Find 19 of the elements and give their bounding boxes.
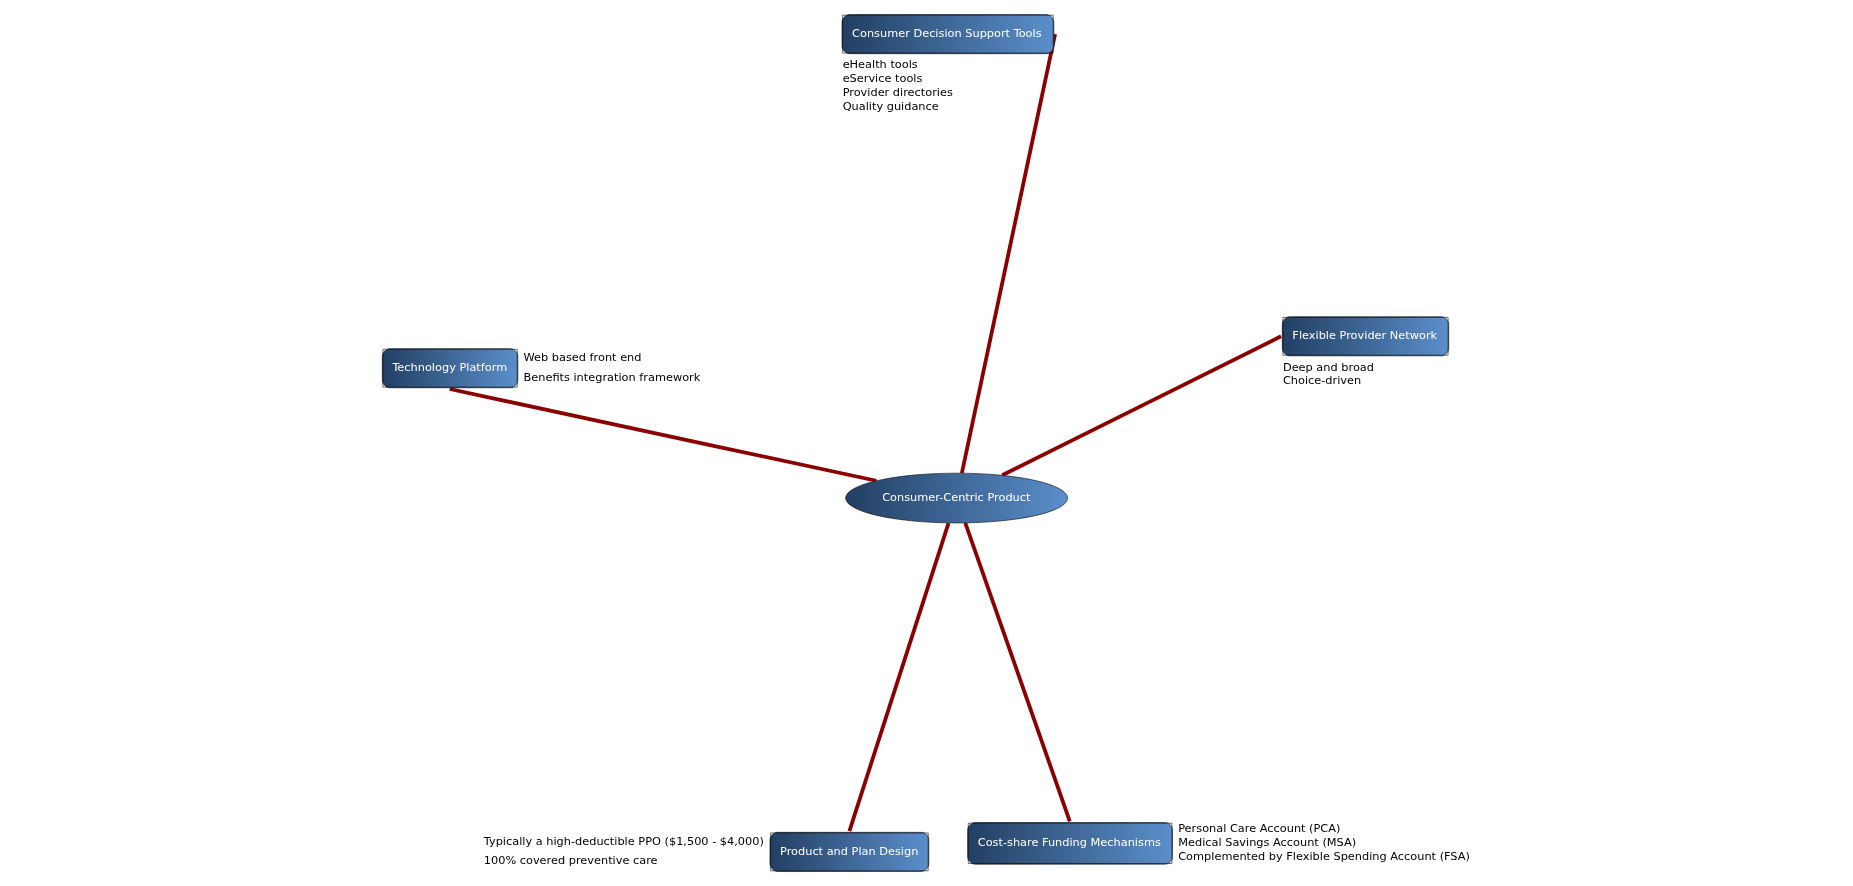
node-label: Deep and broad bbox=[1282, 359, 1374, 374]
node-label: Medical Savings Account (MSA) bbox=[1178, 835, 1357, 850]
node-label: eHealth tools bbox=[842, 57, 918, 72]
node-label: Choice-driven bbox=[1282, 373, 1362, 388]
node-label: Benefits integration framework bbox=[523, 369, 701, 384]
connector bbox=[963, 522, 1072, 822]
node-label: Provider directories bbox=[842, 85, 953, 100]
node-label: Personal Care Account (PCA) bbox=[1178, 821, 1341, 836]
connector bbox=[449, 387, 877, 483]
node-label: Complemented by Flexible Spending Account (FSA) bbox=[1178, 849, 1470, 864]
connector bbox=[960, 33, 1057, 474]
node-label: Web based front end bbox=[523, 350, 642, 365]
node-label: eService tools bbox=[842, 71, 923, 86]
node-label: 100% covered preventive care bbox=[483, 853, 658, 868]
node-label: Typically a high-deductible PPO ($1,500 - $4,000) bbox=[483, 833, 764, 848]
node-label: Quality guidance bbox=[842, 99, 939, 114]
connector bbox=[847, 522, 951, 832]
connector bbox=[1001, 334, 1282, 477]
node-ellipse: Consumer-Centric Product bbox=[845, 472, 1068, 524]
